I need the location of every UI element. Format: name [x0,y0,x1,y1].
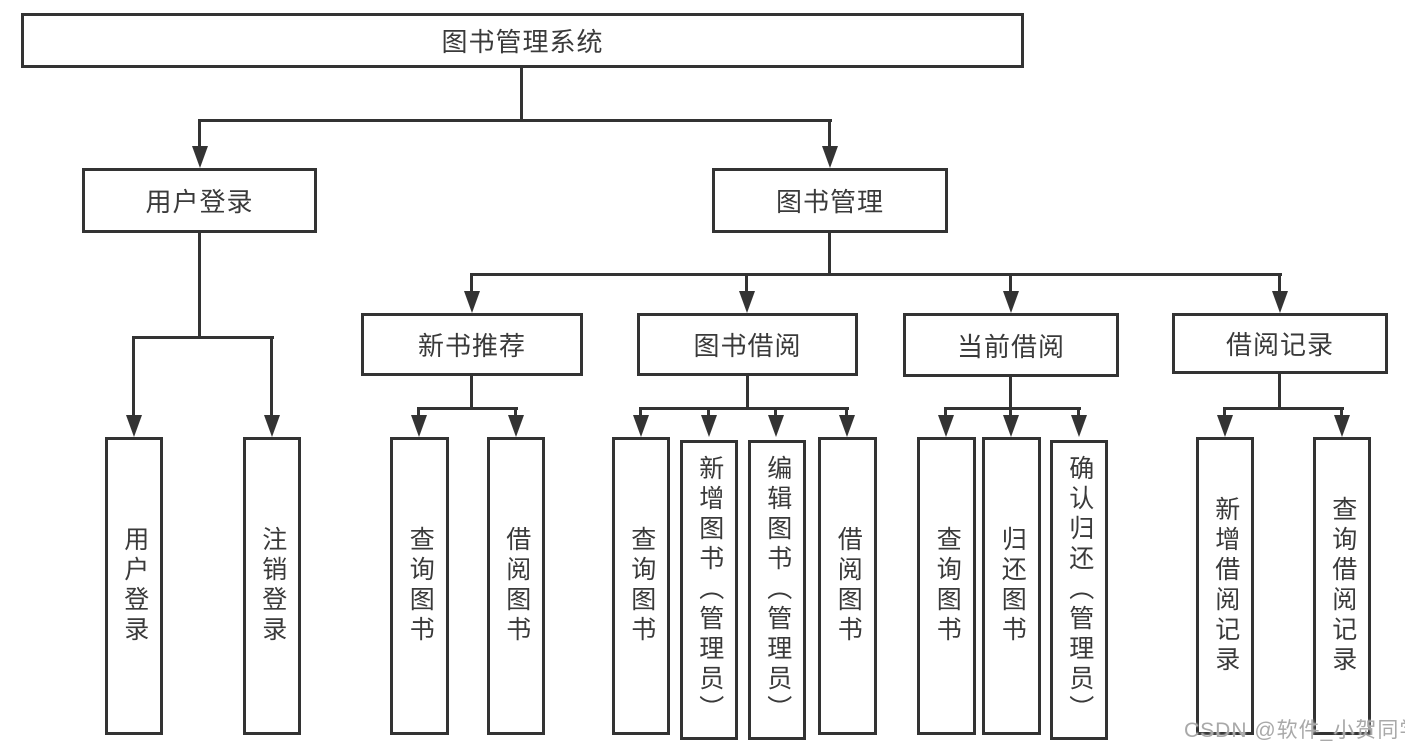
node-book-borrowing: 图书借阅 [637,313,858,376]
node-label: 图书管理系统 [441,27,604,57]
connector-line [417,407,518,410]
node-book-management: 图书管理 [712,168,948,233]
connector-line [132,336,274,339]
connector-line [707,407,710,419]
node-label: 查询图书 [406,526,435,646]
node-label: 当前借阅 [956,331,1065,362]
arrowhead [508,415,524,437]
arrowhead [633,415,649,437]
arrowhead [264,415,280,437]
node-new-book-recommend: 新书推荐 [361,313,583,376]
node-label: 归还图书 [998,526,1027,646]
connector-line [198,233,201,339]
connector-line [1223,407,1226,419]
connector-line [1340,407,1343,419]
node-borrow-records: 借阅记录 [1172,313,1388,374]
node-label: 借阅图书 [834,526,863,646]
connector-line [1278,273,1281,295]
connector-line [470,376,473,410]
connector-line [828,233,831,276]
node-label: 注销登录 [258,526,287,646]
arrowhead [1003,415,1019,437]
connector-line [470,273,1282,276]
connector-line [746,376,749,410]
connector-line [470,273,473,295]
arrowhead [464,291,480,313]
arrowhead [701,415,717,437]
node-label: 图书借阅 [693,331,802,361]
connector-line [198,119,832,122]
connector-line [944,407,1081,410]
connector-line [845,407,848,419]
node-label: 借阅记录 [1225,330,1334,360]
arrowhead [1003,291,1019,313]
connector-line [1009,377,1012,410]
leaf-return-book: 归还图书 [982,437,1041,735]
leaf-query-borrow-record: 查询借阅记录 [1313,437,1371,735]
node-label: 查询图书 [933,526,962,646]
leaf-add-borrow-record: 新增借阅记录 [1196,437,1254,735]
leaf-logout: 注销登录 [243,437,301,735]
node-label: 查询图书 [627,526,656,646]
connector-line [639,407,849,410]
node-label: 借阅图书 [502,526,531,646]
connector-line [417,407,420,419]
connector-line [745,273,748,295]
connector-line [944,407,947,419]
arrowhead [839,415,855,437]
leaf-confirm-return-admin: 确认归还（管理员） [1050,440,1108,740]
connector-line [270,336,273,419]
connector-line [514,407,517,419]
connector-line [639,407,642,419]
connector-line [198,119,201,149]
leaf-query-books-borrowing: 查询图书 [612,437,670,735]
arrowhead [739,291,755,313]
connector-line [520,68,523,122]
node-label: 用户登录 [120,526,149,646]
arrowhead [938,415,954,437]
connector-line [1077,407,1080,419]
connector-line [1223,407,1344,410]
connector-line [1009,273,1012,295]
node-label: 新书推荐 [417,331,526,361]
arrowhead [1334,415,1350,437]
node-label: 用户登录 [145,187,254,217]
leaf-borrow-books-recommend: 借阅图书 [487,437,545,735]
arrowhead [1217,415,1233,437]
node-label: 确认归还（管理员） [1065,455,1094,725]
node-label: 查询借阅记录 [1328,496,1357,676]
arrowhead [822,146,838,168]
leaf-edit-book-admin: 编辑图书（管理员） [748,440,806,740]
node-library-system: 图书管理系统 [21,13,1024,68]
node-user-login: 用户登录 [82,168,317,233]
leaf-query-books-current: 查询图书 [917,437,976,735]
leaf-user-login: 用户登录 [105,437,163,735]
connector-line [828,119,831,149]
arrowhead [126,415,142,437]
node-current-borrowing: 当前借阅 [903,313,1119,377]
arrowhead [411,415,427,437]
leaf-borrow-books-borrowing: 借阅图书 [818,437,877,735]
node-label: 图书管理 [775,187,884,217]
node-label: 编辑图书（管理员） [763,455,792,725]
arrowhead [1272,291,1288,313]
arrowhead [192,146,208,168]
connector-line [1009,407,1012,419]
arrowhead [1071,415,1087,437]
leaf-add-book-admin: 新增图书（管理员） [680,440,738,740]
node-label: 新增图书（管理员） [695,455,724,725]
connector-line [1278,374,1281,410]
arrowhead [768,415,784,437]
connector-line [774,407,777,419]
leaf-query-books-recommend: 查询图书 [390,437,449,735]
watermark: CSDN @软件_小贺同学 [1184,719,1405,742]
connector-line [132,336,135,419]
node-label: 新增借阅记录 [1211,496,1240,676]
